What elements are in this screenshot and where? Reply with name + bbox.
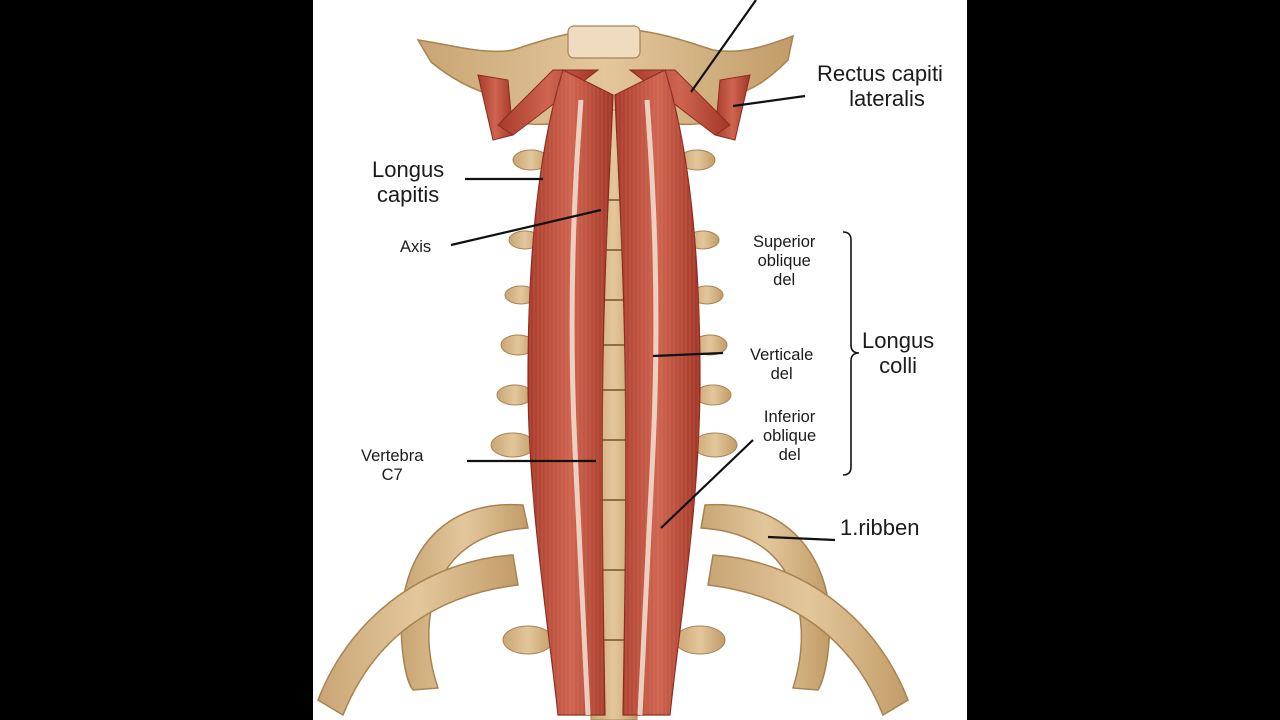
- label-inferior-oblique-line1: Inferior: [763, 408, 816, 426]
- label-inferior-oblique-line3: del: [778, 445, 801, 464]
- label-longus-capitis-line2: capitis: [376, 182, 440, 208]
- label-superior-oblique-line2: oblique: [757, 251, 811, 270]
- leader-rectus-capitis: [732, 94, 806, 108]
- first-ribs: [317, 503, 909, 717]
- leader-inferior-oblique: [660, 439, 754, 529]
- label-verticale-line1: Verticale: [750, 346, 814, 364]
- label-superior-oblique-line3: del: [773, 270, 796, 289]
- label-vertebra-c7: Vertebra C7: [361, 447, 423, 485]
- leader-axis: [450, 208, 602, 247]
- leader-first-rib: [767, 535, 836, 542]
- label-rectus-capitis-line2: lateralis: [849, 86, 925, 112]
- neck-anatomy-drawing: [317, 0, 909, 720]
- label-longus-colli: Longus colli: [862, 328, 934, 379]
- label-longus-colli-line1: Longus: [862, 328, 935, 353]
- label-superior-oblique: Superior oblique del: [753, 233, 815, 290]
- right-second-rib: [707, 554, 909, 717]
- label-superior-oblique-line1: Superior: [753, 233, 816, 251]
- occipital-bone-section: [567, 25, 641, 59]
- label-rectus-capitis-line1: Rectus capiti: [817, 61, 943, 86]
- leader-top: [690, 0, 757, 93]
- right-longus-muscle: [614, 69, 701, 716]
- left-first-rib: [400, 503, 529, 691]
- cervical-vertebrae: [490, 109, 738, 720]
- label-verticale: Verticale del: [750, 346, 813, 384]
- left-second-rib: [317, 554, 519, 717]
- label-longus-capitis-line1: Longus: [372, 157, 445, 182]
- label-verticale-line2: del: [770, 364, 793, 383]
- label-rectus-capitis-lateralis: Rectus capiti lateralis: [817, 61, 943, 112]
- label-inferior-oblique-line2: oblique: [763, 426, 817, 445]
- label-vertebra-c7-line1: Vertebra: [361, 447, 424, 465]
- label-first-rib: 1.ribben: [840, 515, 920, 540]
- leader-verticale: [652, 351, 724, 358]
- left-longus-muscle: [527, 69, 614, 716]
- label-vertebra-c7-line2: C7: [381, 465, 403, 484]
- label-inferior-oblique: Inferior oblique del: [763, 408, 816, 465]
- label-axis: Axis: [400, 238, 432, 256]
- leader-lines: [450, 0, 860, 542]
- label-longus-colli-line2: colli: [879, 353, 918, 379]
- anatomy-illustration-panel: Rectus capiti lateralis Longus capitis A…: [313, 0, 967, 720]
- label-longus-capitis: Longus capitis: [372, 157, 444, 208]
- longus-colli-bracket: [842, 231, 860, 476]
